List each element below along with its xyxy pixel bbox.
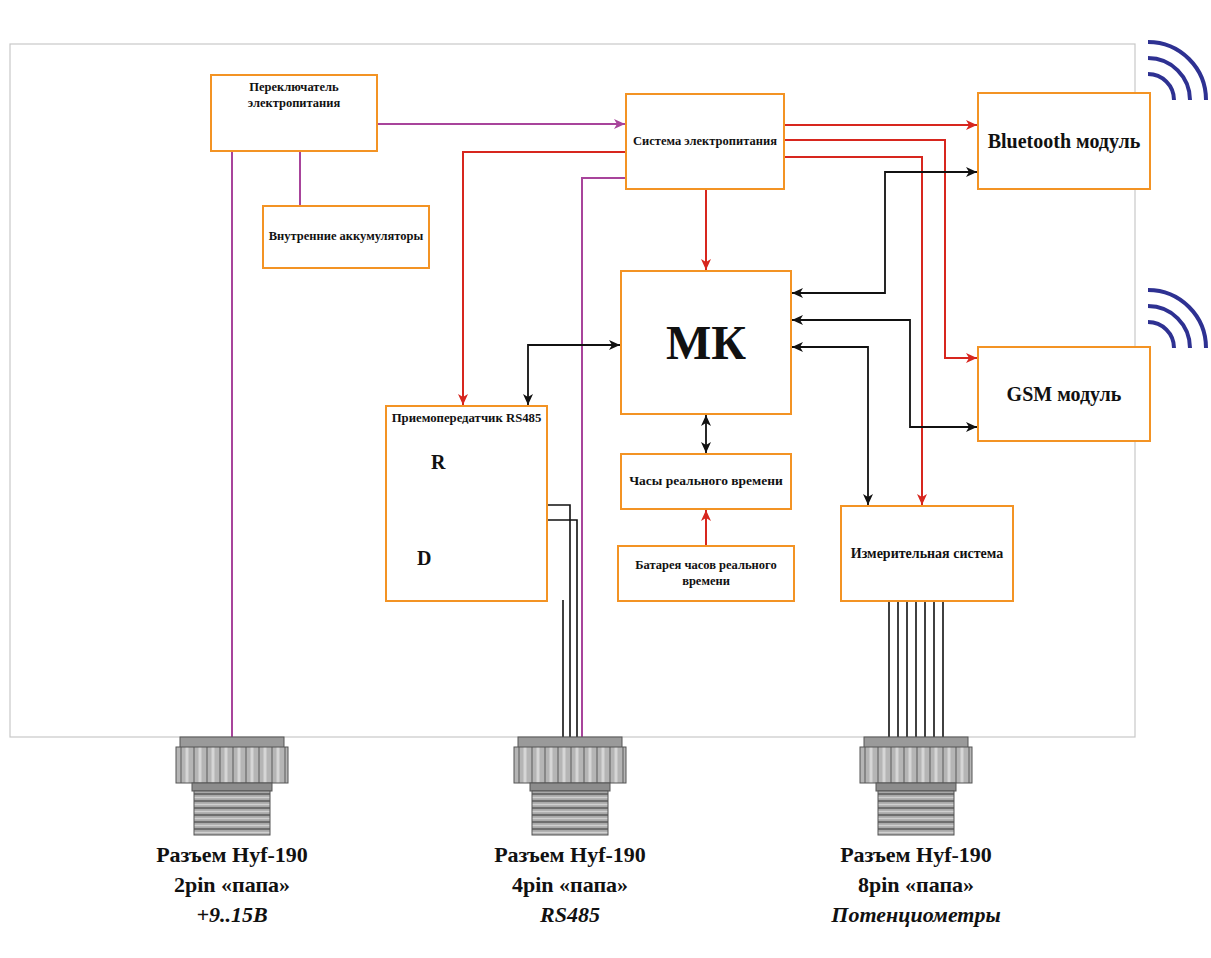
node-label: Система электропитания [629,134,781,150]
power-wire [232,118,628,737]
node-label: Bluetooth модуль [984,129,1145,154]
connector-8pin [860,737,972,835]
connector-label: 2pin «папа» [174,872,290,898]
connector [378,123,625,125]
connector-4pin [514,737,626,835]
connector-label: RS485 [540,902,600,928]
gate-label: R [431,452,445,472]
connector [705,190,707,270]
connector-label: 4pin «папа» [512,872,628,898]
connector [792,347,868,505]
transceiver-box: Приемопередатчик RS485R D [385,405,548,602]
node-label: Внутренние аккумуляторы [265,229,428,245]
connector [792,320,977,427]
connector [299,152,301,205]
wireless-symbol [1148,42,1206,348]
connector-label: Разъем Hyf-190 [156,842,308,868]
node-label: Приемопередатчик RS485 [390,411,544,427]
clock-box: Часы реального времени [620,453,792,510]
gate-label: D [417,548,431,568]
node-label: Измерительная система [847,545,1007,563]
connector [785,157,922,505]
module-box: Bluetooth модуль [977,92,1151,190]
mcu-box: МК [620,270,792,415]
node-label: Батарея часов реального времени [619,558,793,589]
sensor-cable [889,602,943,737]
node-label: GSM модуль [1003,382,1126,407]
connector [785,140,977,358]
connector [792,172,977,293]
measure-box: Измерительная система [840,505,1014,602]
node-label: МК [662,313,750,373]
connector-label: +9..15В [196,902,267,928]
node-label: Часы реального времени [625,473,787,490]
power-box: Система электропитания [625,93,785,190]
battery-box: Батарея часов реального времени [617,545,795,602]
battery-box: Внутренние аккумуляторы [262,205,430,269]
connector-label: Потенциометры [831,902,1000,928]
module-box: GSM модуль [977,346,1151,442]
connector [463,152,625,405]
connector [705,415,707,453]
connector [705,510,707,545]
connector-label: Разъем Hyf-190 [840,842,992,868]
connector [785,124,977,126]
connector-label: Разъем Hyf-190 [494,842,646,868]
node-label: Переключатель электропитания [212,80,376,111]
connector [528,345,620,405]
switch-box: Переключатель электропитания [210,74,378,152]
connector-label: 8pin «папа» [858,872,974,898]
panel [10,44,1135,737]
connector-2pin [176,737,288,835]
